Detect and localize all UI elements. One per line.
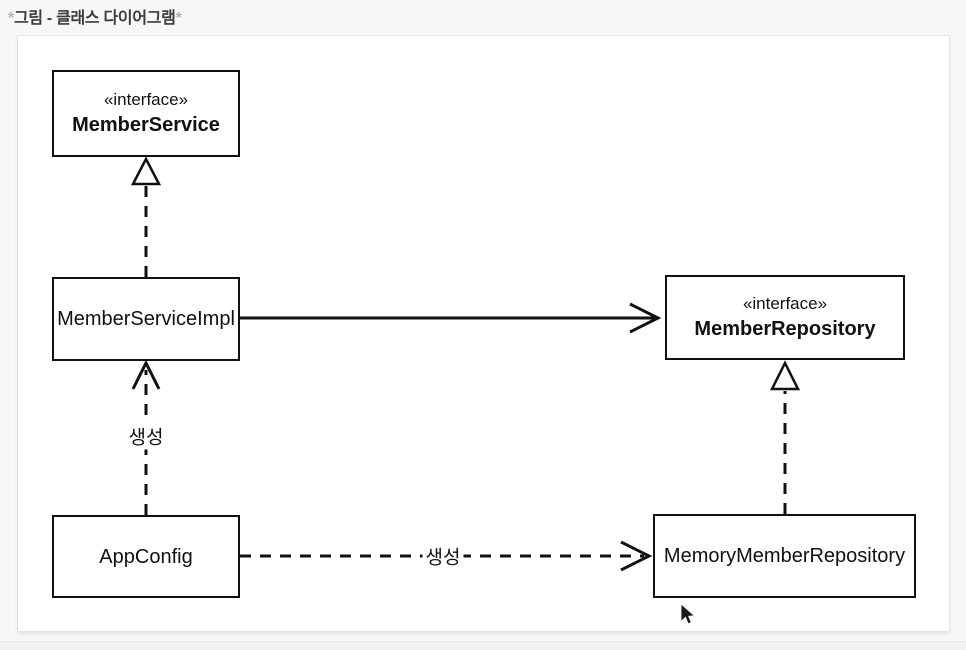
class-box-member-repository[interactable]: «interface» MemberRepository <box>665 275 905 360</box>
class-name: AppConfig <box>99 545 193 568</box>
class-name: MemoryMemberRepository <box>663 545 906 567</box>
class-box-memory-member-repository[interactable]: MemoryMemberRepository <box>653 514 916 598</box>
caption-text: 그림 - 클래스 다이어그램 <box>13 10 176 27</box>
class-box-member-service-impl[interactable]: MemberServiceImpl <box>52 277 240 361</box>
class-box-app-config[interactable]: AppConfig <box>52 515 240 598</box>
class-box-member-service[interactable]: «interface» MemberService <box>52 70 240 157</box>
class-name: MemberRepository <box>694 317 876 340</box>
caption-asterisk-right: * <box>175 10 182 27</box>
stereotype-label: «interface» <box>103 90 189 110</box>
stereotype-label: «interface» <box>742 294 828 314</box>
class-name: MemberService <box>72 113 220 136</box>
figure-caption: *그림 - 클래스 다이어그램* <box>8 4 182 28</box>
edge-label-create-vertical: 생성 <box>125 422 167 450</box>
edge-label-create-horizontal: 생성 <box>422 542 464 570</box>
caption-asterisk-left: * <box>8 10 14 27</box>
class-name: MemberServiceImpl <box>57 308 235 330</box>
page-footer-strip <box>0 641 966 650</box>
